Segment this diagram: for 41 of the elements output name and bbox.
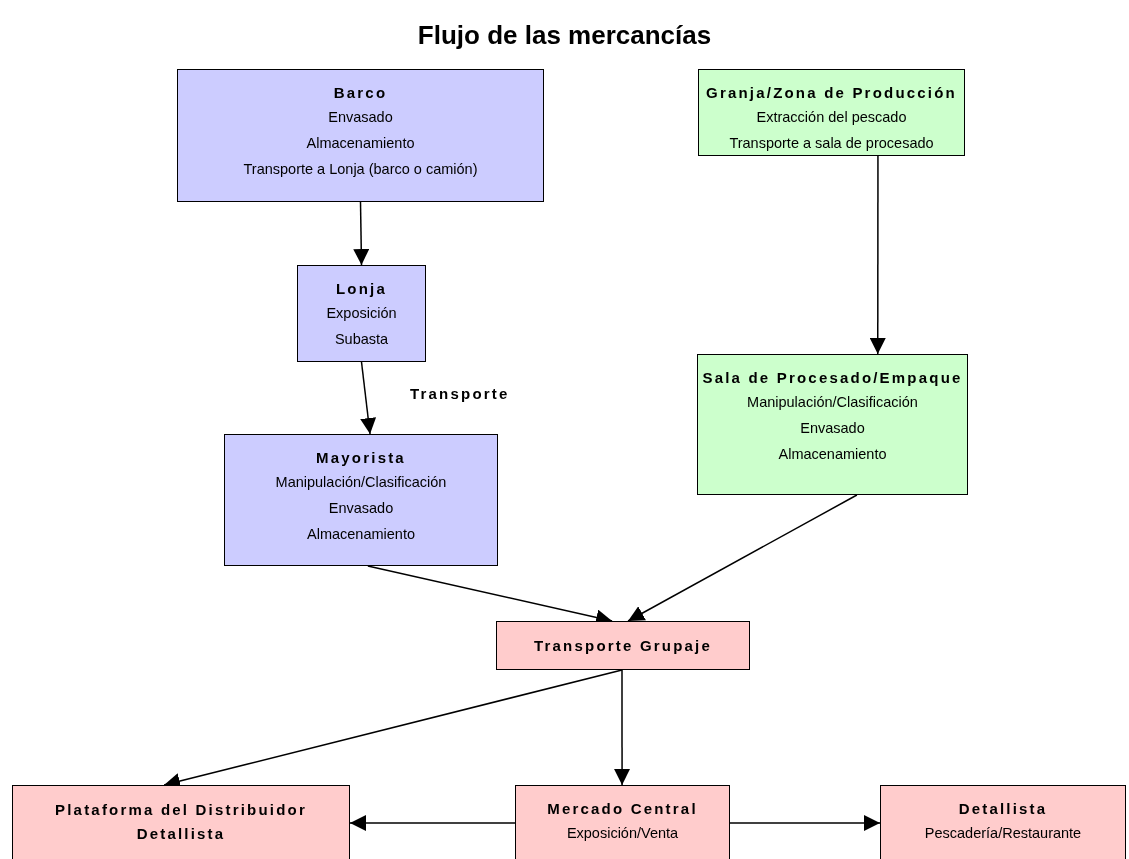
box-text: Envasado <box>328 499 394 518</box>
arrow <box>353 201 370 266</box>
box-text: Extracción del pescado <box>756 108 907 127</box>
box-text: Almacenamiento <box>306 134 415 153</box>
arrow <box>869 155 886 355</box>
box-text: Almacenamiento <box>778 445 887 464</box>
process-box <box>697 354 968 495</box>
box-heading: Transporte Grupaje <box>534 635 712 656</box>
box-heading: Plataforma del Distribuidor Detallista <box>54 800 308 844</box>
process-box <box>177 69 544 202</box>
box-text: Exposición <box>326 304 397 323</box>
process-box <box>297 265 426 362</box>
arrow <box>729 815 881 831</box>
box-heading: Granja/Zona de Producción <box>706 83 957 103</box>
box-heading: Barco <box>333 83 388 103</box>
box-heading: Mercado Central <box>547 799 698 819</box>
box-heading: Detallista <box>958 799 1048 819</box>
process-box <box>515 785 730 859</box>
box-text: Manipulación/Clasificación <box>747 393 918 412</box>
box-heading: Mayorista <box>316 448 406 468</box>
box-text: Almacenamiento <box>307 525 415 544</box>
arrow <box>360 361 377 435</box>
box-text: Manipulación/Clasificación <box>275 473 447 492</box>
process-box <box>698 69 965 156</box>
arrow <box>614 669 631 786</box>
box-text: Pescadería/Restaurante <box>924 824 1082 843</box>
process-box <box>12 785 350 859</box>
diagram-title: Flujo de las mercancías <box>417 20 712 51</box>
arrow <box>349 815 516 831</box>
process-box <box>496 621 750 670</box>
process-box <box>880 785 1126 859</box>
box-text: Envasado <box>800 419 865 438</box>
box-text: Exposición/Venta <box>566 824 679 843</box>
box-text: Transporte a sala de procesado <box>729 134 934 153</box>
arrow <box>627 494 858 622</box>
box-text: Subasta <box>334 330 389 349</box>
box-text: Envasado <box>328 108 393 127</box>
process-box <box>224 434 498 566</box>
box-text: Transporte a Lonja (barco o camión) <box>243 160 478 179</box>
box-heading: Sala de Procesado/Empaque <box>702 368 963 388</box>
box-heading: Lonja <box>336 279 387 299</box>
